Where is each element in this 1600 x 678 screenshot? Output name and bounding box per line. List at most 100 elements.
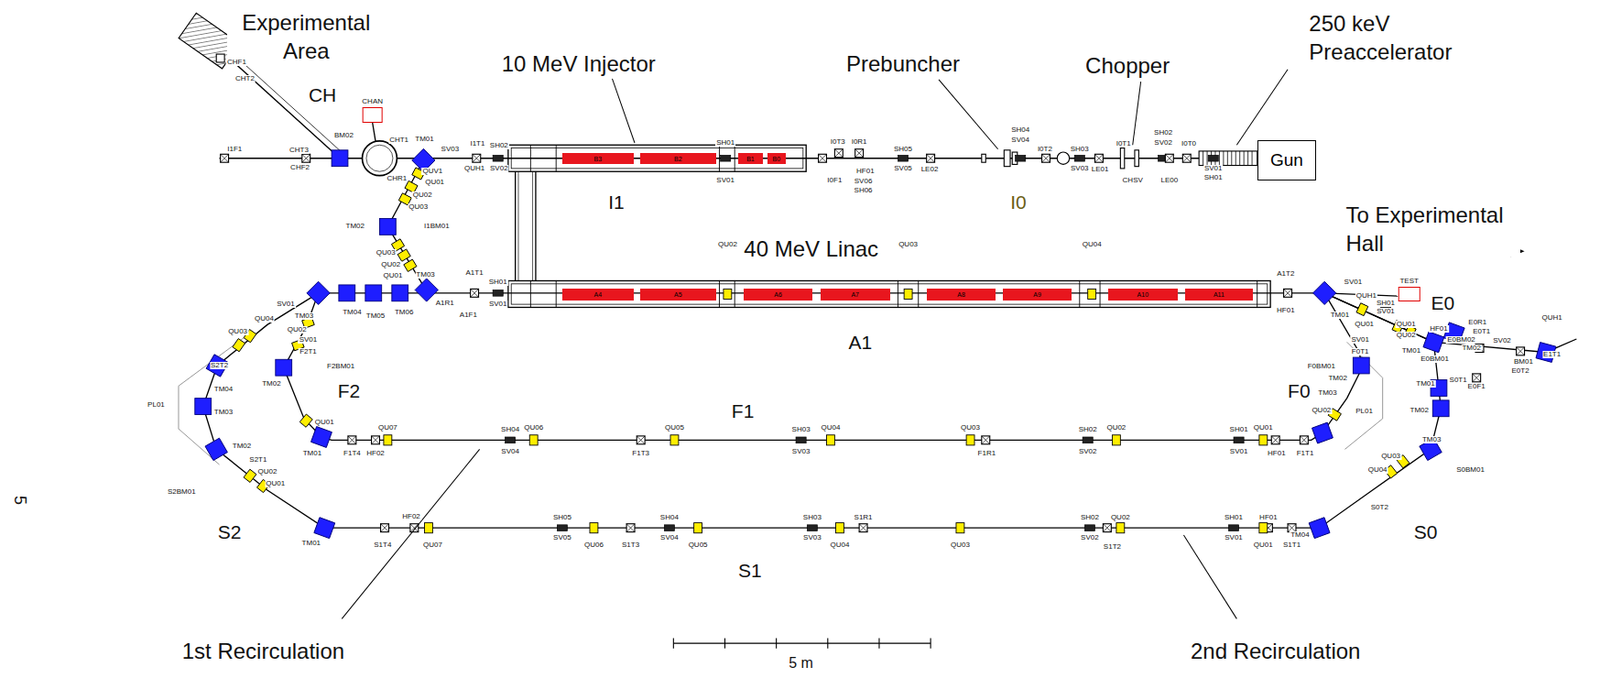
section-label: 2nd Recirculation — [1189, 636, 1361, 665]
leader-line — [341, 448, 479, 619]
rf-cavity: A5 — [640, 288, 718, 300]
dipole-magnet — [195, 398, 212, 415]
component-label: F2T1 — [298, 348, 318, 356]
component-label: HF01 — [1275, 306, 1296, 315]
rf-cavity: B3 — [562, 152, 634, 164]
component-label: SH01 — [488, 278, 509, 286]
component-label: SV02 — [1079, 533, 1100, 542]
component-label: E0T2 — [1511, 367, 1531, 375]
component-label: CHR1 — [386, 174, 409, 183]
rf-cavity: A10 — [1108, 288, 1178, 300]
steerer — [1228, 524, 1239, 532]
beam-monitor — [636, 435, 645, 445]
beam-monitor — [348, 435, 357, 445]
component-label: F1T3 — [631, 449, 651, 458]
component-label: F1R1 — [977, 449, 998, 458]
cavity-label: A11 — [1213, 291, 1225, 298]
monitor-cross — [1042, 153, 1051, 163]
component-label: TM01 — [1329, 311, 1350, 319]
component-label: CHT2 — [234, 75, 256, 83]
monitor-cross — [1271, 435, 1280, 445]
beam-monitor — [1164, 153, 1174, 163]
monitor-cross — [380, 523, 390, 533]
component-label: SV02 — [1153, 139, 1174, 147]
quadrupole — [1259, 522, 1268, 534]
quadrupole — [694, 522, 703, 534]
monitor-cross — [981, 435, 991, 445]
steerer — [806, 524, 817, 532]
monitor-cross — [636, 435, 645, 445]
scattering-chamber — [362, 141, 398, 176]
beam-monitor — [1516, 347, 1525, 356]
dipole-magnet — [414, 278, 438, 302]
cavity-label: A5 — [674, 291, 683, 298]
page-number: 5 — [11, 494, 29, 506]
beam-monitor — [1182, 153, 1191, 163]
component-label: SV04 — [500, 447, 521, 456]
component-label: QU02 — [1110, 513, 1132, 522]
monitor-cross — [926, 153, 936, 163]
beam-monitor — [302, 153, 311, 163]
rf-cavity: A7 — [820, 288, 891, 300]
electron-gun: Gun — [1257, 140, 1318, 182]
section-label: Chopper — [1084, 52, 1171, 81]
component-label: S0BM01 — [1455, 466, 1486, 474]
section-label: 40 MeV Linac — [742, 234, 880, 263]
component-label: TM02 — [261, 380, 282, 388]
leader-line — [611, 78, 635, 143]
component-label: HF02 — [365, 449, 386, 458]
component-label: SV04 — [659, 533, 680, 542]
component-label: HF01 — [1428, 325, 1449, 333]
steerer — [1208, 154, 1219, 162]
monitor-box — [834, 149, 843, 158]
component-label: I1BM01 — [423, 222, 451, 230]
component-label: F1T1 — [1295, 449, 1316, 458]
beam-monitor — [472, 153, 481, 163]
beam-monitor — [1102, 523, 1111, 533]
monitor-box — [636, 435, 645, 445]
component-label: S0T2 — [1370, 503, 1390, 512]
dipole-magnet — [206, 354, 229, 377]
component-label: QU03 — [227, 327, 249, 336]
cavity-label: A7 — [850, 291, 860, 298]
scale-tick — [930, 638, 932, 649]
beam-monitor — [1271, 435, 1280, 445]
cavity-label: B1 — [746, 155, 755, 163]
component-label: SH02 — [1079, 513, 1100, 522]
component-label: CHT1 — [388, 136, 410, 144]
monitor-box — [1102, 523, 1111, 533]
rf-cavity: A4 — [562, 288, 634, 300]
dipole-magnet — [331, 150, 349, 167]
component-label: I1F1 — [226, 145, 243, 153]
rf-cavity: B1 — [738, 152, 764, 164]
component-label: QU04 — [1081, 240, 1103, 249]
component-label: QU02 — [1105, 424, 1127, 432]
section-label: Prebuncher — [845, 50, 961, 79]
component-label: SV02 — [1491, 337, 1513, 345]
component-label: I0R1 — [850, 138, 869, 146]
component-label: QUH1 — [1355, 292, 1378, 300]
tube-electrode — [1227, 151, 1229, 166]
component-label: TM04 — [341, 308, 362, 316]
component-label: QU02 — [286, 326, 308, 334]
beam-monitor — [926, 153, 936, 163]
component-label: CHSV — [1121, 176, 1144, 185]
monitor-cross — [1516, 347, 1525, 356]
component-label: TM02 — [344, 222, 365, 230]
component-label: E0F1 — [1467, 382, 1487, 391]
component-label: SV03 — [802, 533, 823, 542]
component-label: SH06 — [853, 186, 874, 195]
steerer — [492, 154, 503, 162]
component-label: SH02 — [489, 141, 510, 150]
beam-monitor — [1299, 435, 1308, 445]
dipole-magnet — [314, 517, 336, 539]
cryostat-tube — [532, 171, 534, 281]
component-label: QU02 — [1310, 406, 1332, 414]
scale-bar — [673, 642, 931, 644]
beam-monitor — [220, 153, 229, 163]
red-box — [362, 107, 383, 123]
component-label: PL01 — [146, 401, 166, 409]
tube-electrode — [1243, 151, 1245, 166]
component-label: SV03 — [1069, 164, 1090, 173]
scale-tick — [673, 638, 675, 649]
